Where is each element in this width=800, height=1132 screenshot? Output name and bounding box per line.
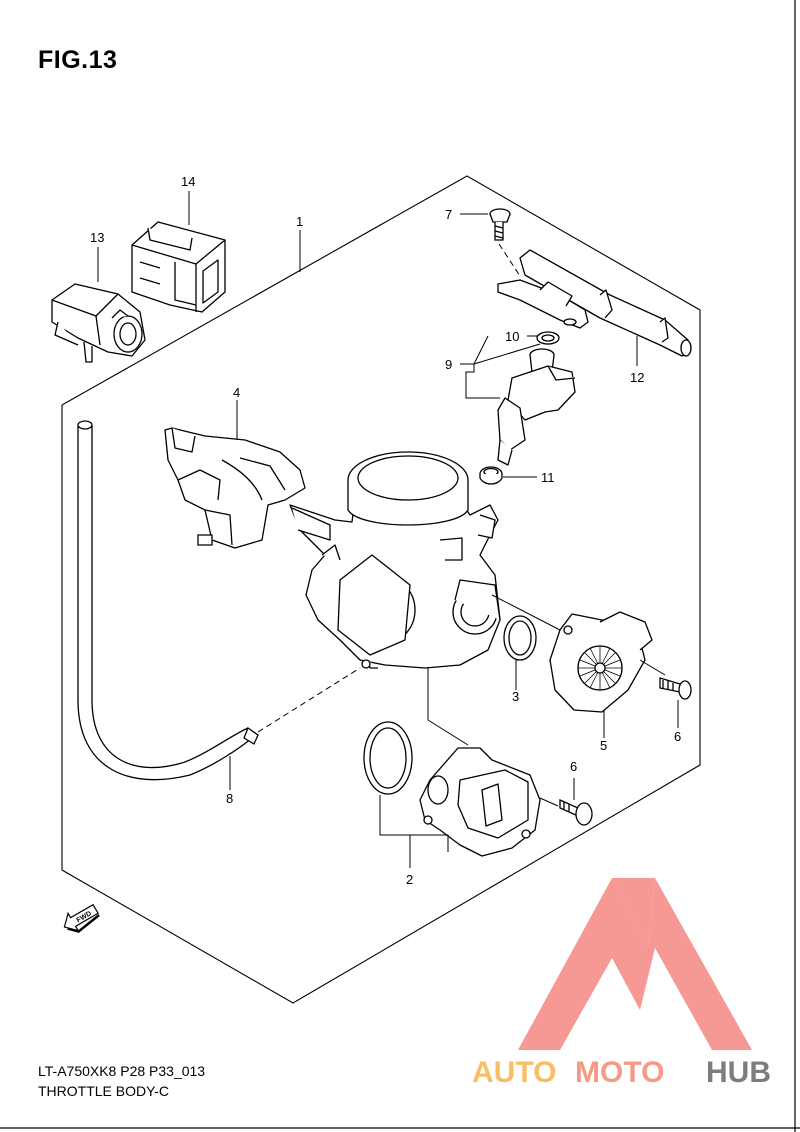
o-ring-tps-part bbox=[503, 615, 537, 661]
screw-tps-part bbox=[659, 677, 692, 700]
callout-1: 1 bbox=[296, 214, 303, 229]
coupler-cap-part bbox=[131, 221, 226, 313]
diagram-code: LT-A750XK8 P28 P33_013 bbox=[38, 1063, 206, 1079]
automotohub-logo-icon bbox=[518, 878, 752, 1050]
fwd-arrow-icon: FWD bbox=[63, 903, 100, 933]
tps-leader bbox=[491, 594, 561, 631]
throttle-position-sensor-part bbox=[549, 611, 653, 713]
fuel-injector-part bbox=[497, 348, 576, 466]
callout-7: 7 bbox=[445, 207, 452, 222]
callout-6b: 6 bbox=[570, 759, 577, 774]
callout-12: 12 bbox=[630, 370, 644, 385]
figure-title: FIG.13 bbox=[38, 46, 118, 74]
intake-air-temp-sensor-part bbox=[51, 283, 146, 363]
iac-leader-2 bbox=[427, 719, 469, 746]
callout-10: 10 bbox=[505, 329, 519, 344]
callout-4: 4 bbox=[233, 385, 240, 400]
automotohub-wordmark: AUTO MOTO HUB bbox=[472, 1056, 771, 1089]
callout-13: 13 bbox=[90, 230, 104, 245]
o-ring-small-part bbox=[536, 331, 560, 345]
iac-valve-part bbox=[363, 721, 541, 857]
throttle-body-part bbox=[289, 451, 501, 669]
o-ring-lower-part bbox=[479, 466, 503, 485]
callout-leaders bbox=[97, 191, 679, 868]
brand-hub: HUB bbox=[706, 1056, 771, 1089]
callout-8: 8 bbox=[226, 791, 233, 806]
hose-leader-dashed bbox=[257, 667, 361, 733]
screw-iac-part bbox=[559, 798, 593, 826]
hose-part bbox=[77, 420, 259, 781]
callout-9: 9 bbox=[445, 357, 452, 372]
screw-leader-dashed bbox=[498, 243, 521, 277]
callout-2: 2 bbox=[406, 872, 413, 887]
bracket-part bbox=[164, 427, 306, 549]
assembly-outline bbox=[61, 175, 701, 1004]
fuel-delivery-pipe-part bbox=[497, 249, 692, 357]
callout-11: 11 bbox=[541, 470, 555, 485]
screw-iac-leader bbox=[539, 797, 559, 807]
brand-moto: MOTO bbox=[575, 1056, 664, 1089]
diagram-name: THROTTLE BODY-C bbox=[38, 1083, 169, 1099]
tps-axis-line bbox=[639, 659, 666, 676]
brand-auto: AUTO bbox=[472, 1056, 556, 1089]
callout-labels: 1 2 3 4 5 6 6 7 8 9 10 11 12 13 14 bbox=[90, 174, 681, 887]
screw-part bbox=[489, 208, 511, 241]
callout-3: 3 bbox=[512, 689, 519, 704]
callout-14: 14 bbox=[181, 174, 195, 189]
callout-6a: 6 bbox=[674, 729, 681, 744]
callout-5: 5 bbox=[600, 738, 607, 753]
